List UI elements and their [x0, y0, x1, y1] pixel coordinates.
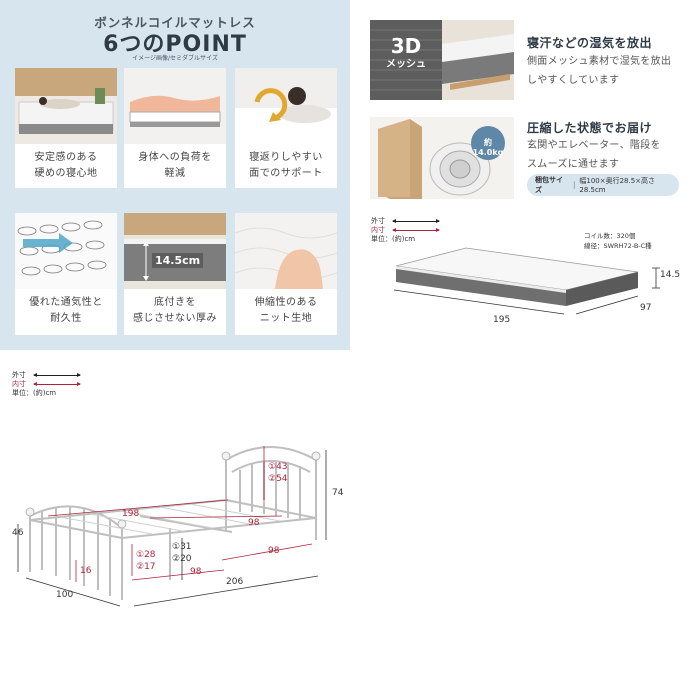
deck-height-1: ①31 — [172, 542, 192, 552]
headboard-height-2: ②54 — [268, 474, 288, 484]
legend-outer-label: 外寸 — [371, 217, 385, 225]
feature-title-compressed: 圧縮した状態でお届け — [527, 121, 653, 135]
point-card-line: 軽減 — [164, 168, 186, 179]
points-image-note: イメージ画像/セミダブルサイズ — [132, 55, 218, 62]
point-card-knit: 伸縮性のある ニット生地 — [235, 213, 337, 335]
point-card-turn: 寝返りしやすい 面でのサポート — [235, 68, 337, 188]
bed-frame-drawing — [17, 446, 327, 607]
points-headline: 6つのPOINT — [103, 32, 247, 57]
bed-inner-width-bottom: 98 — [268, 546, 280, 556]
package-size-badge: 梱包サイズ | 幅100×奥行28.5×高さ28.5cm — [527, 174, 679, 196]
legend-unit-label: 単位：(約)cm — [371, 235, 416, 243]
points-panel: ボンネルコイルマットレス 6つのPOINT イメージ画像/セミダブルサイズ 安定… — [0, 0, 350, 350]
point-card-line: 底付きを — [154, 297, 196, 308]
mattress-height: 14.5 — [660, 270, 681, 280]
body-pressure-illustration — [124, 68, 226, 144]
legend-inner-label: 内寸 — [371, 226, 385, 234]
mattress-dimension-legend: 外寸 内寸 単位：(約)cm — [371, 217, 440, 244]
mesh-badge-small: メッシュ — [386, 59, 426, 70]
feature-desc-line: 側面メッシュ素材で湿気を放出 — [527, 56, 672, 67]
point-card-line: 硬めの寝心地 — [34, 168, 98, 179]
bed-inner-length: 198 — [122, 509, 140, 519]
bed-dimension-legend: 外寸 内寸 単位：(約)cm — [12, 371, 81, 398]
mesh-photo: 3D メッシュ — [370, 20, 514, 100]
headboard-height-1: ①43 — [268, 462, 288, 472]
point-card-line: 伸縮性のある — [254, 297, 318, 308]
coil-illustration — [15, 213, 117, 289]
deck-height-2: ②20 — [172, 554, 192, 564]
point-card-thickness: 14.5cm 底付きを 感じさせない厚み — [124, 213, 226, 335]
point-card-line: 優れた通気性と — [29, 297, 103, 308]
footboard-height: 46 — [12, 528, 24, 538]
bed-inner-width: 98 — [248, 518, 260, 528]
wire-spec: 線径：SWRH72-B-C種 — [584, 242, 652, 250]
point-card-pressure: 身体への負荷を 軽減 — [124, 68, 226, 188]
point-card-line: 耐久性 — [50, 313, 82, 324]
rolled-mattress-photo: 約14.0kg — [370, 117, 514, 199]
inner-arrow-icon — [33, 382, 81, 386]
feature-desc-compressed: 玄関やエレベーター、階段を スムーズに通せます — [527, 136, 661, 174]
thickness-photo: 14.5cm — [124, 213, 226, 289]
thickness-label: 14.5cm — [152, 253, 204, 268]
bed-inner-length-bottom: 98 — [190, 567, 202, 577]
point-card-line: 安定感のある — [34, 152, 98, 163]
legend-unit-label: 単位：(約)cm — [12, 389, 57, 397]
outer-arrow-icon — [392, 219, 440, 223]
point-card-line: 寝返りしやすい — [249, 152, 323, 163]
feature-desc-line: スムーズに通せます — [527, 159, 620, 170]
point-card-breathable: 優れた通気性と 耐久性 — [15, 213, 117, 335]
coil-count: コイル数：320個 — [584, 232, 636, 240]
package-size-value: 幅100×奥行28.5×高さ28.5cm — [579, 177, 656, 194]
outer-arrow-icon — [33, 373, 81, 377]
bedroom-photo — [15, 68, 117, 144]
sleeper-photo — [235, 68, 337, 144]
point-card-line: 身体への負荷を — [138, 152, 212, 163]
mattress-width: 97 — [640, 303, 652, 313]
point-card-line: ニット生地 — [259, 313, 313, 324]
mattress-dimension-drawing — [393, 247, 660, 315]
mattress-spec: コイル数：320個 線径：SWRH72-B-C種 — [584, 231, 652, 251]
point-card-stable: 安定感のある 硬めの寝心地 — [15, 68, 117, 188]
inner-arrow-icon — [392, 228, 440, 232]
mesh-badge: 3D メッシュ — [376, 34, 436, 72]
mattress-length: 195 — [493, 315, 511, 325]
feature-desc-line: 玄関やエレベーター、階段を — [527, 140, 661, 151]
bed-total-height: 74 — [332, 488, 344, 498]
point-card-line: 面でのサポート — [249, 168, 323, 179]
legend-outer-label: 外寸 — [12, 371, 26, 379]
mesh-badge-big: 3D — [390, 34, 422, 58]
feature-desc-moisture: 側面メッシュ素材で湿気を放出 しやすくしています — [527, 52, 671, 90]
feature-title-moisture: 寝汗などの湿気を放出 — [527, 36, 653, 50]
bed-total-width: 100 — [56, 590, 74, 600]
feature-desc-line: しやすくしています — [527, 75, 620, 86]
floor-clearance: 16 — [80, 566, 92, 576]
leg-height-2: ②17 — [136, 562, 156, 572]
roll-weight-label: 約14.0kg — [472, 138, 504, 157]
leg-height-1: ①28 — [136, 550, 156, 560]
point-card-line: 感じさせない厚み — [133, 313, 217, 324]
bed-total-length: 206 — [226, 577, 244, 587]
legend-inner-label: 内寸 — [12, 380, 26, 388]
points-title: ボンネルコイルマットレス — [94, 15, 256, 30]
knit-fabric-photo — [235, 213, 337, 289]
package-size-label: 梱包サイズ — [535, 176, 563, 194]
